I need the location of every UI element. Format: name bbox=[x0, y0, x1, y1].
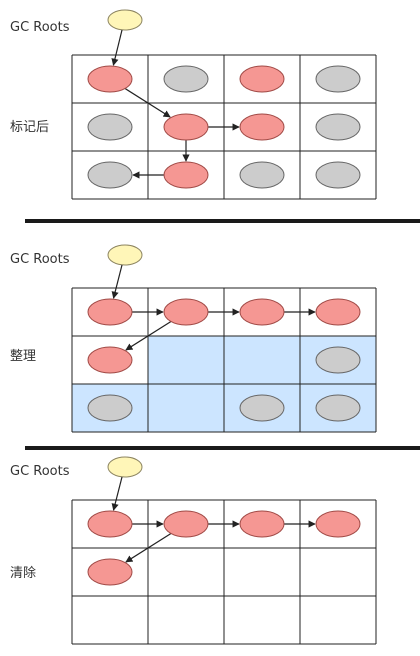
live-object bbox=[163, 113, 209, 141]
live-object bbox=[239, 510, 285, 538]
free-space-cell bbox=[148, 384, 224, 432]
live-object bbox=[239, 113, 285, 141]
panel-sweep: GC Roots 清除 bbox=[0, 445, 420, 656]
dead-object bbox=[315, 394, 361, 422]
live-object bbox=[163, 298, 209, 326]
gc-root-node bbox=[107, 456, 143, 478]
gc-root-node bbox=[107, 9, 143, 31]
phase-label: 清除 bbox=[10, 566, 37, 581]
gc-roots-label: GC Roots bbox=[10, 464, 70, 479]
live-object bbox=[87, 298, 133, 326]
live-object bbox=[163, 510, 209, 538]
heap-diagram bbox=[71, 456, 377, 645]
gc-root-node bbox=[107, 244, 143, 266]
dead-object bbox=[239, 394, 285, 422]
dead-object bbox=[239, 161, 285, 189]
live-object bbox=[315, 298, 361, 326]
live-object bbox=[315, 510, 361, 538]
reference-arrow bbox=[125, 532, 172, 563]
root-reference-arrow bbox=[111, 264, 123, 299]
live-object bbox=[87, 510, 133, 538]
heap-diagram bbox=[71, 9, 377, 200]
phase-label: 整理 bbox=[10, 349, 37, 364]
panel-compact: GC Roots 整理 bbox=[0, 215, 420, 445]
gc-roots-label: GC Roots bbox=[10, 20, 70, 35]
section-divider bbox=[25, 219, 420, 223]
live-object bbox=[239, 298, 285, 326]
live-object bbox=[87, 346, 133, 374]
dead-object bbox=[315, 346, 361, 374]
dead-object bbox=[163, 65, 209, 93]
heap-diagram bbox=[71, 244, 377, 433]
dead-object bbox=[87, 161, 133, 189]
free-space-cell bbox=[148, 336, 224, 384]
reference-arrow bbox=[124, 87, 171, 118]
dead-object bbox=[87, 394, 133, 422]
dead-object bbox=[87, 113, 133, 141]
reference-arrow bbox=[125, 320, 172, 351]
phase-label: 标记后 bbox=[10, 120, 50, 135]
root-reference-arrow bbox=[111, 476, 123, 511]
live-object bbox=[87, 558, 133, 586]
free-space-cell bbox=[224, 336, 300, 384]
dead-object bbox=[315, 161, 361, 189]
gc-roots-label: GC Roots bbox=[10, 252, 70, 267]
dead-object bbox=[315, 65, 361, 93]
live-object bbox=[163, 161, 209, 189]
live-object bbox=[239, 65, 285, 93]
panel-after-mark: GC Roots 标记后 bbox=[0, 0, 420, 215]
live-object bbox=[87, 65, 133, 93]
root-reference-arrow bbox=[111, 29, 123, 66]
dead-object bbox=[315, 113, 361, 141]
section-divider bbox=[25, 446, 420, 450]
